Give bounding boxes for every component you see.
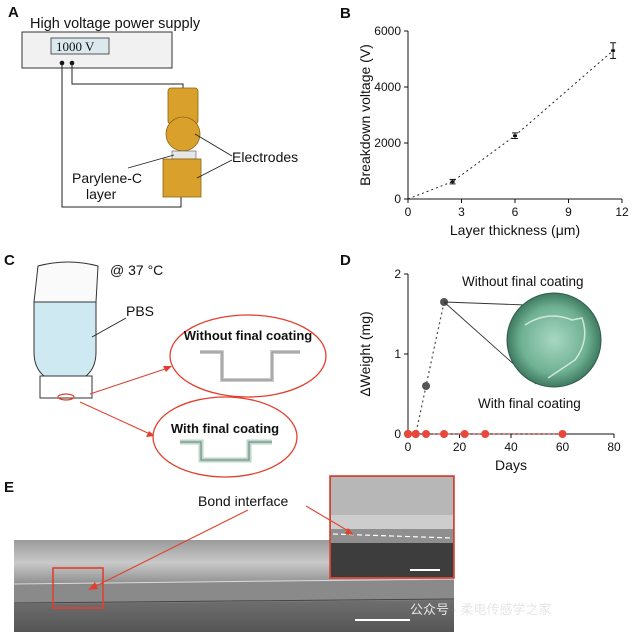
sample-photo-inset [506,292,602,388]
top-electrode-ball [165,116,201,152]
y-tick-label: 6000 [374,24,401,38]
data-point [513,134,517,137]
y-axis-label: ΔWeight (mg) [357,311,373,396]
data-point [611,49,616,52]
y-axis-label: Breakdown voltage (V) [357,44,373,186]
arrow-down [79,401,151,435]
bottle-cap [39,375,93,399]
annotation-without: Without final coating [462,274,584,289]
bond-interface-label: Bond interface [198,493,288,509]
parylene-layer [171,150,197,160]
data-point-with [404,430,412,438]
panel-b-label: B [340,5,351,22]
x-tick-label: 40 [504,440,518,454]
data-point [450,180,455,183]
data-point-with [460,430,469,438]
bottle-top [33,261,99,303]
watermark: 公众号 · 柔电传感学之家 [410,602,552,617]
y-tick-label: 0 [394,192,401,206]
data-point-with [481,430,490,438]
x-tick-label: 3 [458,205,465,219]
x-tick-label: 9 [565,205,572,219]
x-tick-label: 0 [405,440,412,454]
y-tick-label: 2 [394,267,401,281]
series-line-without [408,301,445,435]
x-tick-label: 12 [615,205,629,219]
y-tick-label: 1 [394,347,401,361]
power-supply-title: High voltage power supply [30,16,201,32]
zoom-region-box [52,567,104,609]
x-tick-label: 0 [405,205,412,219]
parylene-label-2: layer [86,186,117,202]
x-axis-label: Days [495,457,527,473]
series-line [407,50,614,200]
arrow-up [89,367,169,395]
data-point-with [440,430,449,438]
voltage-display-value: 1000 V [56,39,95,54]
y-tick-label: 0 [394,427,401,441]
panel-c-label: C [4,252,15,269]
bond-arrow-inset [305,505,351,533]
pbs-label: PBS [126,303,154,319]
y-tick-label: 2000 [374,136,401,150]
inset-connector [444,301,527,306]
annotation-with: With final coating [478,396,581,411]
bottom-electrode [162,158,202,198]
data-point-without [422,382,431,390]
with-coating-label: With final coating [171,421,279,436]
panel-a-label: A [8,4,19,21]
without-coating-label: Without final coating [184,328,312,343]
bond-arrow-main [91,509,249,589]
panel-e: E Bond interface 公众号 · 柔电传感学之家 [4,475,552,632]
panel-c: C @ 37 °C PBS Without final coating With… [4,252,327,478]
with-coating-ellipse [152,396,298,478]
temperature-label: @ 37 °C [110,262,163,278]
x-axis-label: Layer thickness (μm) [450,222,580,238]
bottle-pbs [33,301,97,377]
x-tick-label: 6 [512,205,519,219]
voltage-display [50,37,110,55]
wire-top [71,63,184,90]
x-tick-label: 80 [607,440,621,454]
wire-bottom [61,63,182,208]
panel-e-label: E [4,479,14,496]
x-tick-label: 60 [556,440,570,454]
parylene-label-1: Parylene-C [72,170,142,186]
electrodes-label: Electrodes [232,149,298,165]
x-tick-label: 20 [453,440,467,454]
panel-d-label: D [340,252,351,269]
data-point-with [558,430,567,438]
data-point-with [411,430,420,438]
sample-marker [57,393,75,401]
without-coating-ellipse [169,314,327,398]
panel-a: A High voltage power supply 1000 V Elect… [8,4,298,208]
y-tick-label: 4000 [374,80,401,94]
data-point-with [422,430,431,438]
